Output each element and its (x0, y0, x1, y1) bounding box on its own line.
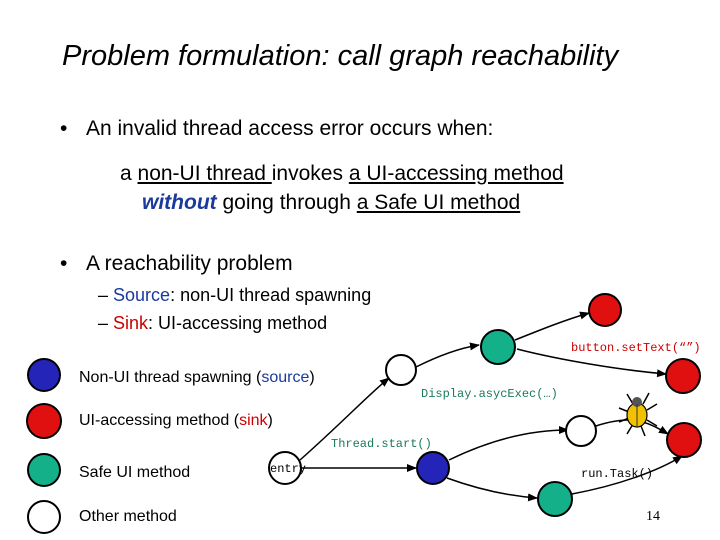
slide-title: Problem formulation: call graph reachabi… (62, 40, 619, 72)
label-button-settext: button.setText(“”) (571, 341, 701, 355)
source-keyword: Source (113, 285, 171, 305)
edge-thread-to-green-bottom (446, 477, 538, 502)
legend-text: ) (309, 369, 315, 386)
sink-keyword: sink (239, 412, 268, 429)
bullet-reachability-text: A reachability problem (86, 252, 293, 275)
node-thread-source (416, 451, 450, 485)
label-display-asycexec: Display.asycExec(…) (421, 387, 558, 401)
sink-keyword: Sink (113, 313, 149, 333)
bullet-dot: • (60, 117, 68, 140)
legend-other-label: Other method (79, 508, 177, 525)
safe-ui-method-term: a Safe UI method (356, 191, 521, 214)
dash: – (98, 313, 109, 333)
bug-icon (618, 392, 658, 437)
legend-text: UI-accessing method ( (79, 412, 240, 429)
edge-white-to-green (415, 342, 480, 368)
sub-bullet-source: – Source: non-UI thread spawning (98, 285, 371, 306)
legend-source-label: Non-UI thread spawning (source) (79, 369, 315, 387)
legend-other-circle (27, 500, 61, 534)
condition-line-1: a non-UI thread invokes a UI-accessing m… (120, 162, 564, 186)
edge-thread-to-white-mid (448, 426, 569, 461)
label-runtask: run.Task() (581, 467, 654, 481)
legend-text: Non-UI thread spawning ( (79, 369, 262, 386)
node-red-mid (665, 358, 701, 394)
node-entry (268, 451, 302, 485)
non-ui-thread-term: non-UI thread (137, 162, 272, 185)
bullet-reachability: • A reachability problem (60, 252, 293, 276)
legend-text: ) (267, 412, 273, 429)
condition-line-2: without going through a Safe UI method (142, 191, 520, 215)
node-green-top (480, 329, 516, 365)
legend-source-circle (27, 358, 61, 392)
condition-text: going through (216, 191, 357, 214)
sub-bullet-text: : UI-accessing method (148, 313, 328, 333)
without-keyword: without (142, 191, 217, 214)
node-white-mid (565, 415, 597, 447)
edge-green-to-red-top (514, 311, 590, 341)
edge-green-to-red-mid (516, 348, 667, 378)
label-entry: entry (270, 462, 307, 476)
node-white (385, 354, 417, 386)
label-thread-start: Thread.start() (331, 437, 432, 451)
bullet-dot: • (60, 252, 68, 275)
bullet-invalid-access-text: An invalid thread access error occurs wh… (86, 117, 494, 140)
sub-bullet-sink: – Sink: UI-accessing method (98, 313, 327, 334)
node-red-top (588, 293, 622, 327)
condition-text: a (120, 162, 138, 185)
sub-bullet-text: : non-UI thread spawning (170, 285, 372, 305)
page-number: 14 (646, 509, 660, 524)
ui-accessing-method-term: a UI-accessing method (348, 162, 564, 185)
node-green-bottom (537, 481, 573, 517)
node-red-right (666, 422, 702, 458)
edge-entry-to-white (299, 377, 390, 461)
bullet-invalid-access: • An invalid thread access error occurs w… (60, 117, 493, 141)
legend-safe-label: Safe UI method (79, 464, 191, 481)
legend-sink-circle (26, 403, 62, 439)
condition-text: invokes (271, 162, 349, 185)
edge-green-bottom-to-red-right (571, 455, 683, 495)
dash: – (98, 285, 109, 305)
legend-safe-circle (27, 453, 61, 487)
source-keyword: source (261, 369, 310, 386)
legend-sink-label: UI-accessing method (sink) (79, 412, 273, 430)
